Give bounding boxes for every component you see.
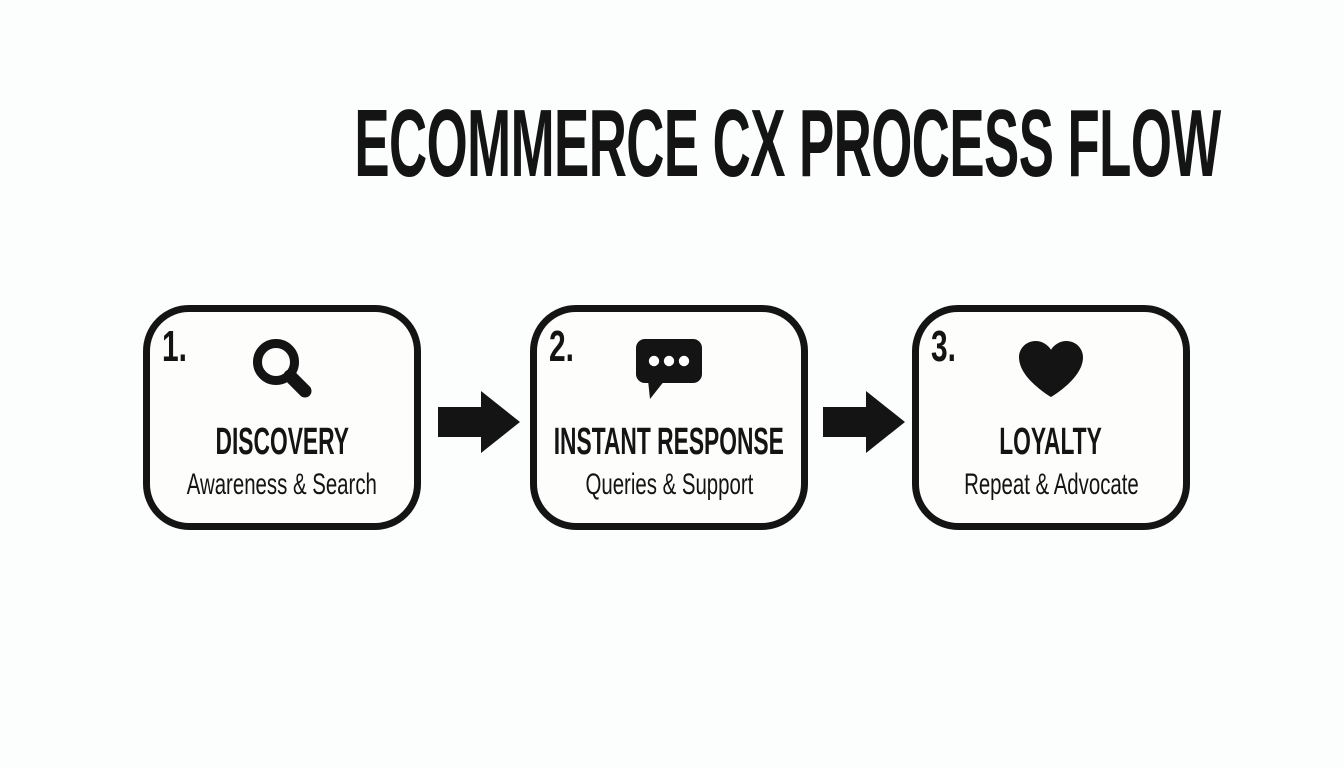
step-title: DISCOVERY [215,421,349,463]
page-title: ECOMMERCE CX PROCESS FLOW [354,90,1221,197]
heart-icon [1018,337,1084,401]
step-number: 2. [549,322,574,371]
flow-arrow-2 [823,391,905,453]
flow-arrow-1 [438,391,520,453]
step-subtitle: Repeat & Advocate [963,468,1139,501]
step-number: 3. [931,322,956,371]
step-number: 1. [162,322,187,371]
chat-bubble-icon [635,337,703,401]
step-subtitle: Awareness & Search [186,468,378,501]
step-box-discovery: 1. DISCOVERY Awareness & Search [143,305,421,530]
magnifier-icon [250,337,314,401]
step-title: INSTANT RESPONSE [553,421,785,463]
step-box-loyalty: 3. LOYALTY Repeat & Advocate [912,305,1190,530]
step-subtitle: Queries & Support [585,468,753,501]
title-area: ECOMMERCE CX PROCESS FLOW [0,96,1344,192]
step-box-instant-response: 2. INSTANT RESPONSE Queries & Support [530,305,808,530]
step-title: LOYALTY [999,421,1103,463]
